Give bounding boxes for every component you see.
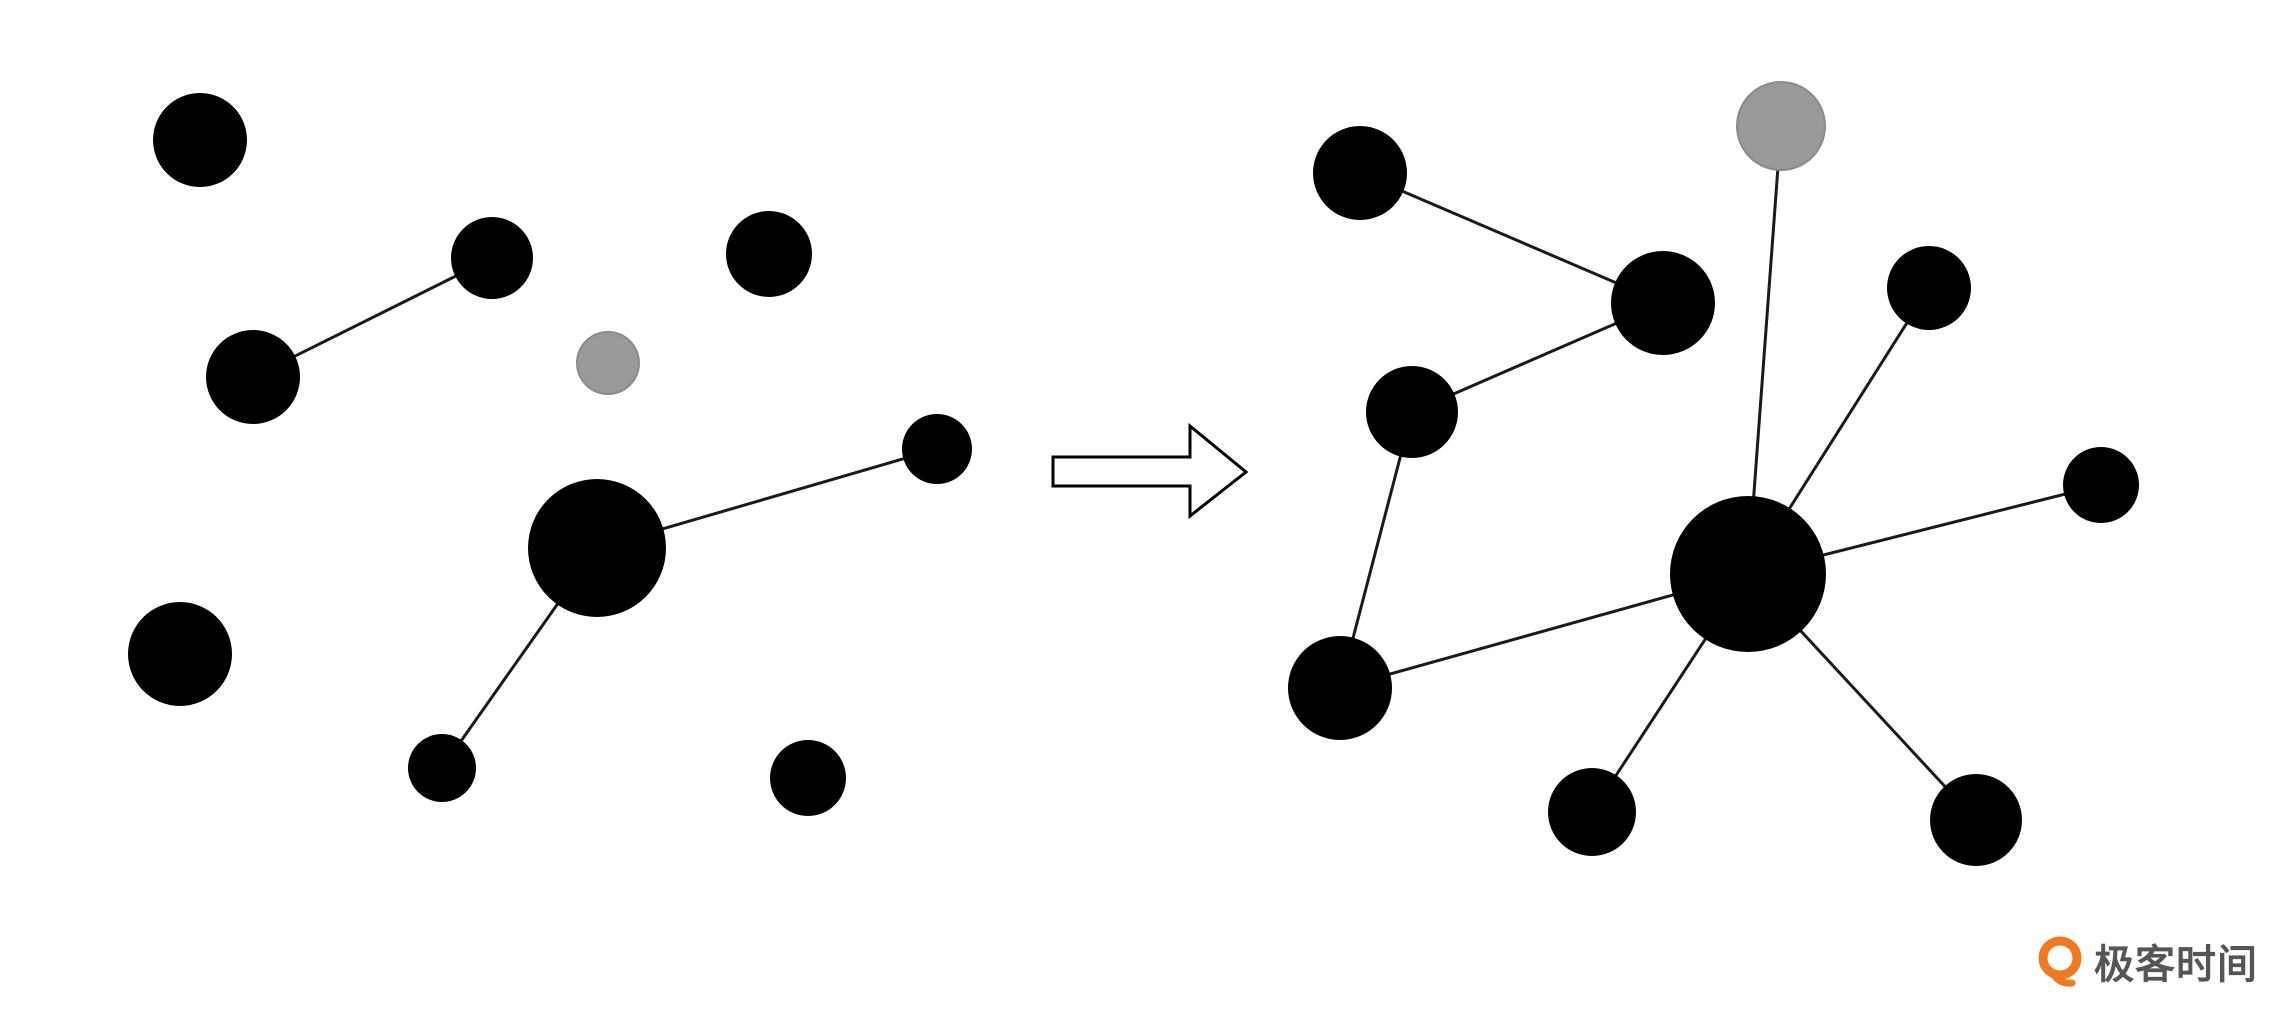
left-node-L7-hub xyxy=(528,479,666,617)
right-node-R6-hub xyxy=(1670,496,1826,652)
left-graph-nodes xyxy=(128,93,972,816)
watermark-text: 极客时间 xyxy=(2094,942,2258,988)
left-node-L2 xyxy=(451,217,533,299)
right-node-R1 xyxy=(1313,126,1407,220)
left-node-L9 xyxy=(408,734,476,802)
left-node-L6 xyxy=(902,414,972,484)
right-graph-nodes xyxy=(1288,81,2139,866)
left-node-L1 xyxy=(153,93,247,187)
left-node-L4 xyxy=(726,211,812,297)
right-node-R8 xyxy=(1288,636,1392,740)
right-node-R10 xyxy=(1930,774,2022,866)
geektime-watermark: 极客时间 xyxy=(2034,932,2258,990)
right-edge-R1-R3 xyxy=(1359,171,1664,305)
left-node-L3 xyxy=(206,330,300,424)
right-graph xyxy=(1288,81,2139,866)
geektime-logo-icon xyxy=(2038,936,2082,987)
left-graph xyxy=(128,93,972,816)
left-node-L5-highlight xyxy=(576,331,640,395)
right-node-R3 xyxy=(1611,251,1715,355)
right-graph-edges xyxy=(1338,125,2102,822)
right-node-R2-highlight xyxy=(1736,81,1826,171)
right-node-R9 xyxy=(1548,768,1636,856)
right-node-R4 xyxy=(1887,246,1971,330)
left-node-L10 xyxy=(770,740,846,816)
right-node-R7 xyxy=(2063,447,2139,523)
right-arrow-icon xyxy=(1051,422,1249,520)
right-node-R5 xyxy=(1366,366,1458,458)
left-node-L8 xyxy=(128,602,232,706)
